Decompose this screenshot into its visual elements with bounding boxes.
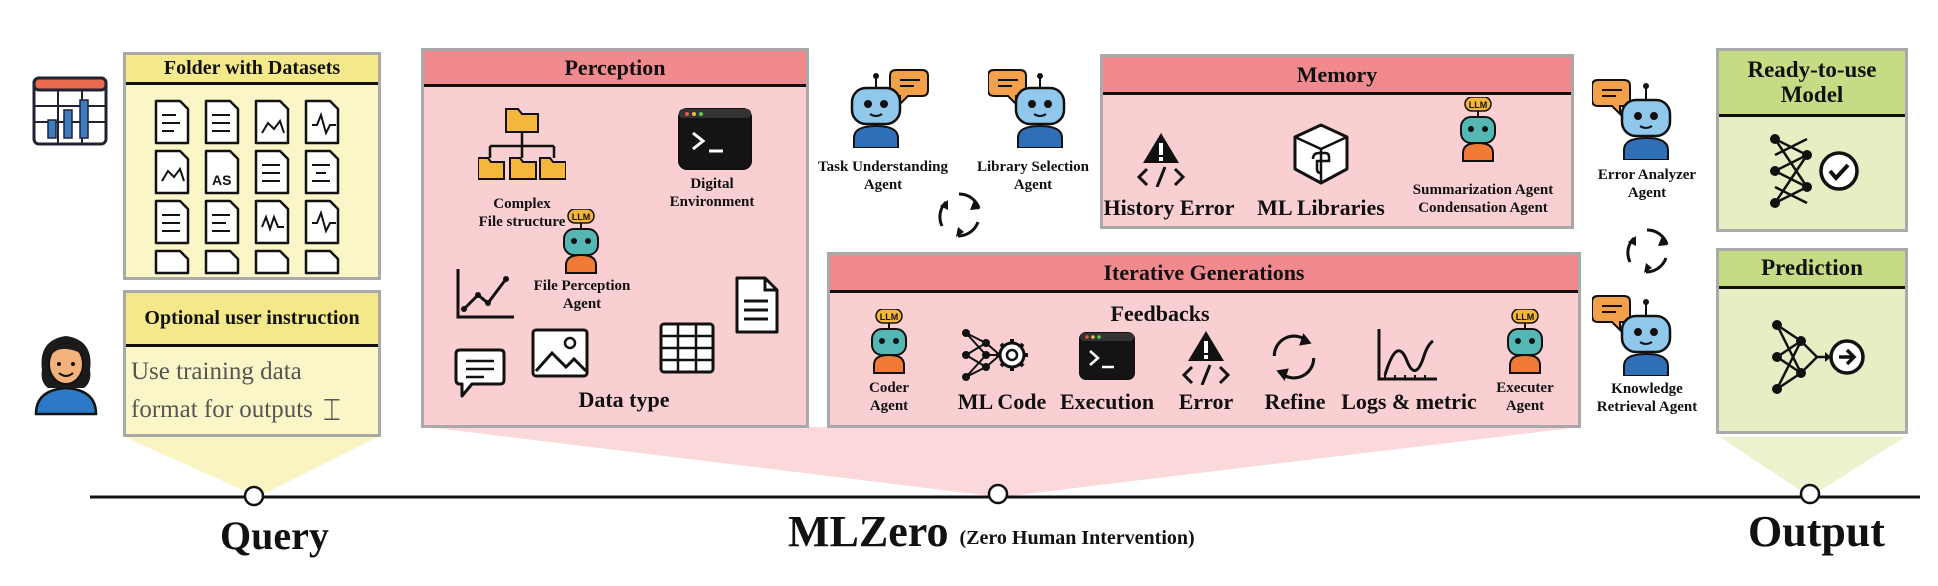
history-error-label: History Error <box>1103 195 1235 220</box>
user-avatar-icon <box>34 336 98 416</box>
mlzero-name: MLZero <box>788 507 949 556</box>
memory-panel: Memory LLM History Error ML Libraries Su… <box>1100 54 1574 229</box>
coder-agent-icon: LLM <box>871 309 907 374</box>
instruction-line-2: format for outputs <box>131 396 313 423</box>
dataset-files-grid: AS <box>154 99 340 275</box>
terminal-icon <box>1079 332 1135 380</box>
file-perception-agent-icon: LLM <box>563 209 599 274</box>
ml-code-label: ML Code <box>957 389 1047 414</box>
instruction-text[interactable]: Use training data format for outputs ⌶ <box>131 353 341 430</box>
task-understanding-agent-icon <box>850 69 929 148</box>
folder-panel: Folder with Datasets AS <box>123 52 381 280</box>
mlzero-node <box>987 483 1009 505</box>
ready-model-title: Ready-to-use Model <box>1719 51 1905 117</box>
feedbacks-label: Feedbacks <box>1110 301 1210 326</box>
line-chart-icon <box>456 269 514 319</box>
warning-code-icon <box>1137 133 1185 187</box>
query-label: Query <box>220 513 329 558</box>
logs-metric-label: Logs & metric <box>1341 389 1477 414</box>
knowledge-retrieval-agent-icon <box>1592 295 1672 376</box>
prediction-panel: Prediction <box>1716 248 1908 434</box>
iterative-panel: Iterative Generations Feedbacks LLM Code… <box>827 252 1581 428</box>
ml-libraries-label: ML Libraries <box>1257 195 1385 220</box>
python-package-icon <box>1293 123 1349 185</box>
prediction-title: Prediction <box>1719 251 1905 289</box>
terminal-icon <box>678 108 752 170</box>
error-analyzer-agent-icon <box>1592 79 1672 160</box>
knowledge-retrieval-agent-label: Knowledge Retrieval Agent <box>1596 381 1698 415</box>
cycle-arrows-icon <box>938 192 981 238</box>
query-node <box>243 485 265 507</box>
file-perception-agent-label: File Perception Agent <box>533 278 631 312</box>
complex-file-label: Complex File structure <box>478 196 566 230</box>
executer-agent-label: Executer Agent <box>1496 380 1554 414</box>
model-check-icon <box>1770 134 1859 208</box>
llm-badge: LLM <box>880 312 899 322</box>
summarization-agent-label: Summarization Agent Condensation Agent <box>1412 182 1554 216</box>
folder-title: Folder with Datasets <box>126 55 378 85</box>
library-selection-agent-label: Library Selection Agent <box>976 159 1090 193</box>
perception-panel: Perception Complex File structure Digita… <box>421 48 809 428</box>
library-selection-agent-icon <box>988 69 1066 148</box>
mlzero-title: MLZero (Zero Human Intervention) <box>788 506 1195 557</box>
neural-gear-icon <box>962 329 1028 381</box>
output-node <box>1799 483 1821 505</box>
spreadsheet-chart-icon <box>32 76 108 146</box>
metric-curve-icon <box>1377 329 1437 381</box>
error-analyzer-agent-label: Error Analyzer Agent <box>1597 167 1697 201</box>
prediction-network-icon <box>1772 320 1865 394</box>
llm-badge: LLM <box>572 212 591 222</box>
warning-code-icon <box>1182 331 1230 385</box>
summarization-agent-icon: LLM <box>1460 97 1496 162</box>
file-tree-icon <box>478 108 566 180</box>
instruction-title: Optional user instruction <box>126 293 378 347</box>
llm-badge: LLM <box>1516 312 1535 322</box>
refine-label: Refine <box>1264 389 1326 414</box>
image-icon <box>531 328 589 378</box>
refine-cycle-icon <box>1272 333 1316 381</box>
query-funnel <box>125 437 378 497</box>
output-funnel <box>1720 437 1905 497</box>
as-file-glyph: AS <box>212 172 231 188</box>
document-icon <box>735 276 779 334</box>
mlzero-funnel <box>427 427 1580 497</box>
error-label: Error <box>1178 389 1234 414</box>
cycle-arrows-icon <box>1626 228 1669 274</box>
digital-environment-label: Digital Environment <box>669 176 755 210</box>
coder-agent-label: Coder Agent <box>869 380 909 414</box>
mlzero-subtitle: (Zero Human Intervention) <box>959 527 1195 549</box>
executer-agent-icon: LLM <box>1507 309 1543 374</box>
iterative-title: Iterative Generations <box>830 255 1578 293</box>
llm-badge: LLM <box>1469 100 1488 110</box>
data-type-label: Data type <box>578 387 670 412</box>
memory-title: Memory <box>1103 57 1571 95</box>
task-understanding-agent-label: Task Understanding Agent <box>818 159 948 193</box>
text-cursor-icon: ⌶ <box>322 394 341 427</box>
output-label: Output <box>1748 507 1885 556</box>
chat-message-icon <box>454 348 506 398</box>
perception-title: Perception <box>424 51 806 87</box>
instruction-line-1: Use training data <box>131 358 302 385</box>
table-icon <box>659 322 715 374</box>
ready-model-panel: Ready-to-use Model <box>1716 48 1908 232</box>
instruction-panel: Optional user instruction Use training d… <box>123 290 381 437</box>
execution-label: Execution <box>1059 389 1155 414</box>
